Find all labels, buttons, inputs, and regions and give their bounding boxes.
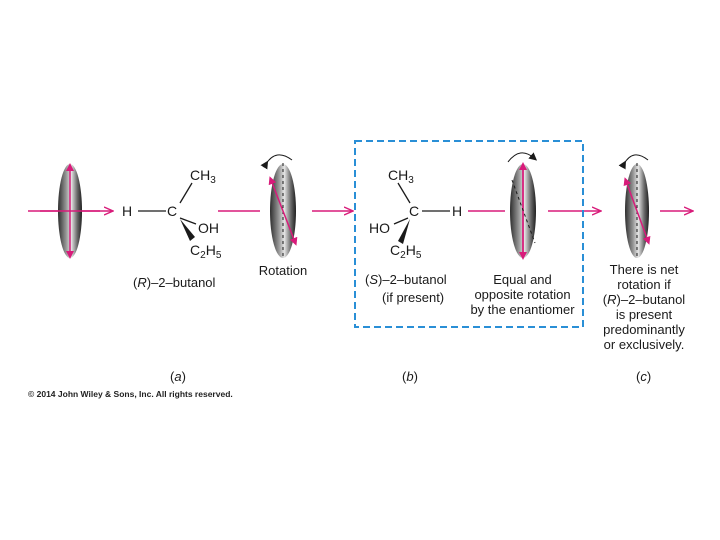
copyright-notice: © 2014 John Wiley & Sons, Inc. All right… xyxy=(28,389,233,399)
atom-h-a: H xyxy=(122,203,133,219)
enantiomer-dashed-box xyxy=(354,140,584,328)
panel-label-a: (a) xyxy=(170,369,186,384)
name-s-note: (if present) xyxy=(382,290,445,305)
name-r-butanol: (R)–2–butanol xyxy=(133,275,216,290)
atom-oh-a: OH xyxy=(198,220,219,236)
atom-ch3-a: CH3 xyxy=(190,167,216,187)
atom-c2h5-b: C2H5 xyxy=(390,242,422,262)
polarizer-lens-3 xyxy=(507,152,538,260)
panel-label-b: (b) xyxy=(402,369,418,384)
atom-c-a: C xyxy=(167,203,178,219)
curl-arrow-counterclockwise xyxy=(507,152,538,163)
panel-label-c: (c) xyxy=(636,369,652,384)
atom-c2h5-a: C2H5 xyxy=(190,242,222,262)
atom-ch3-b: CH3 xyxy=(388,167,414,187)
s-butanol-bonds xyxy=(393,182,450,244)
atom-c-b: C xyxy=(409,203,420,219)
polarizer-lens-2 xyxy=(260,154,298,259)
curl-arrow-net xyxy=(618,154,649,170)
curl-arrow-clockwise xyxy=(260,154,293,170)
name-s-butanol: (S)–2–butanol xyxy=(365,272,447,287)
caption-opposite-rotation: Equal and opposite rotation by the enant… xyxy=(470,272,575,317)
caption-net-rotation: There is net rotation if (R)–2–butanol i… xyxy=(602,262,686,352)
caption-rotation: Rotation xyxy=(258,263,308,278)
atom-h-b: H xyxy=(452,203,463,219)
polarizer-lens-1 xyxy=(40,163,100,259)
atom-ho-b: HO xyxy=(369,220,390,236)
polarizer-lens-4 xyxy=(618,154,651,259)
r-butanol-bonds xyxy=(138,182,197,241)
